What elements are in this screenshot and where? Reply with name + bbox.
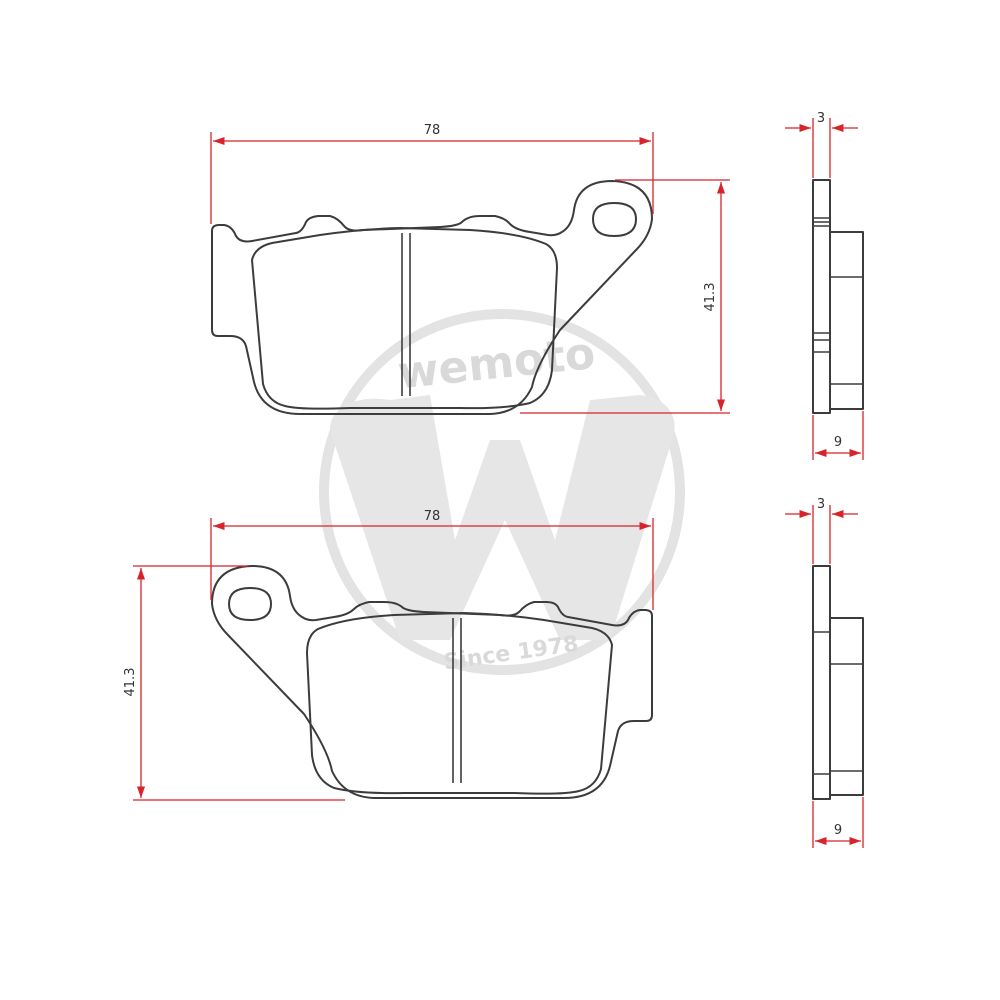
bottom-pad-backplate bbox=[211, 565, 653, 799]
bottom-pad-hole bbox=[228, 587, 272, 621]
watermark-logo: wemoto Since 1978 bbox=[319, 309, 685, 675]
bottom-pad-side-view bbox=[812, 565, 864, 800]
top-pad-side-view bbox=[812, 179, 864, 414]
top-thickness-3-dimension: 3 bbox=[785, 111, 858, 178]
top-pad-backplate bbox=[211, 180, 653, 415]
top-pad-front-view bbox=[211, 180, 653, 415]
top-width-dimension: 78 bbox=[210, 123, 654, 224]
bottom-width-label: 78 bbox=[424, 509, 441, 524]
bottom-height-dimension: 41.3 bbox=[123, 565, 345, 801]
top-height-dimension: 41.3 bbox=[520, 179, 730, 414]
top-side-backplate bbox=[812, 179, 831, 414]
bottom-side-backplate bbox=[812, 565, 831, 800]
bottom-thickness-9-dimension: 9 bbox=[812, 797, 864, 848]
top-width-label: 78 bbox=[424, 123, 441, 138]
top-height-label: 41.3 bbox=[703, 283, 718, 312]
bottom-pad-friction-material bbox=[306, 612, 613, 795]
watermark-brand: wemoto bbox=[395, 328, 597, 399]
watermark-w-shape bbox=[330, 395, 675, 640]
top-thick3-label: 3 bbox=[817, 111, 825, 126]
top-pad-friction-material bbox=[251, 227, 558, 410]
bottom-width-dimension: 78 bbox=[210, 509, 654, 610]
bottom-height-label: 41.3 bbox=[123, 668, 138, 697]
top-thickness-9-dimension: 9 bbox=[812, 411, 864, 460]
top-side-friction bbox=[829, 231, 864, 410]
top-pad-hole bbox=[592, 202, 637, 237]
bottom-thick9-label: 9 bbox=[834, 823, 842, 838]
top-thick9-label: 9 bbox=[834, 435, 842, 450]
bottom-thickness-3-dimension: 3 bbox=[785, 497, 858, 564]
bottom-pad-front-view bbox=[211, 565, 653, 799]
bottom-side-friction bbox=[829, 617, 864, 796]
bottom-thick3-label: 3 bbox=[817, 497, 825, 512]
watermark-ring bbox=[319, 309, 685, 675]
